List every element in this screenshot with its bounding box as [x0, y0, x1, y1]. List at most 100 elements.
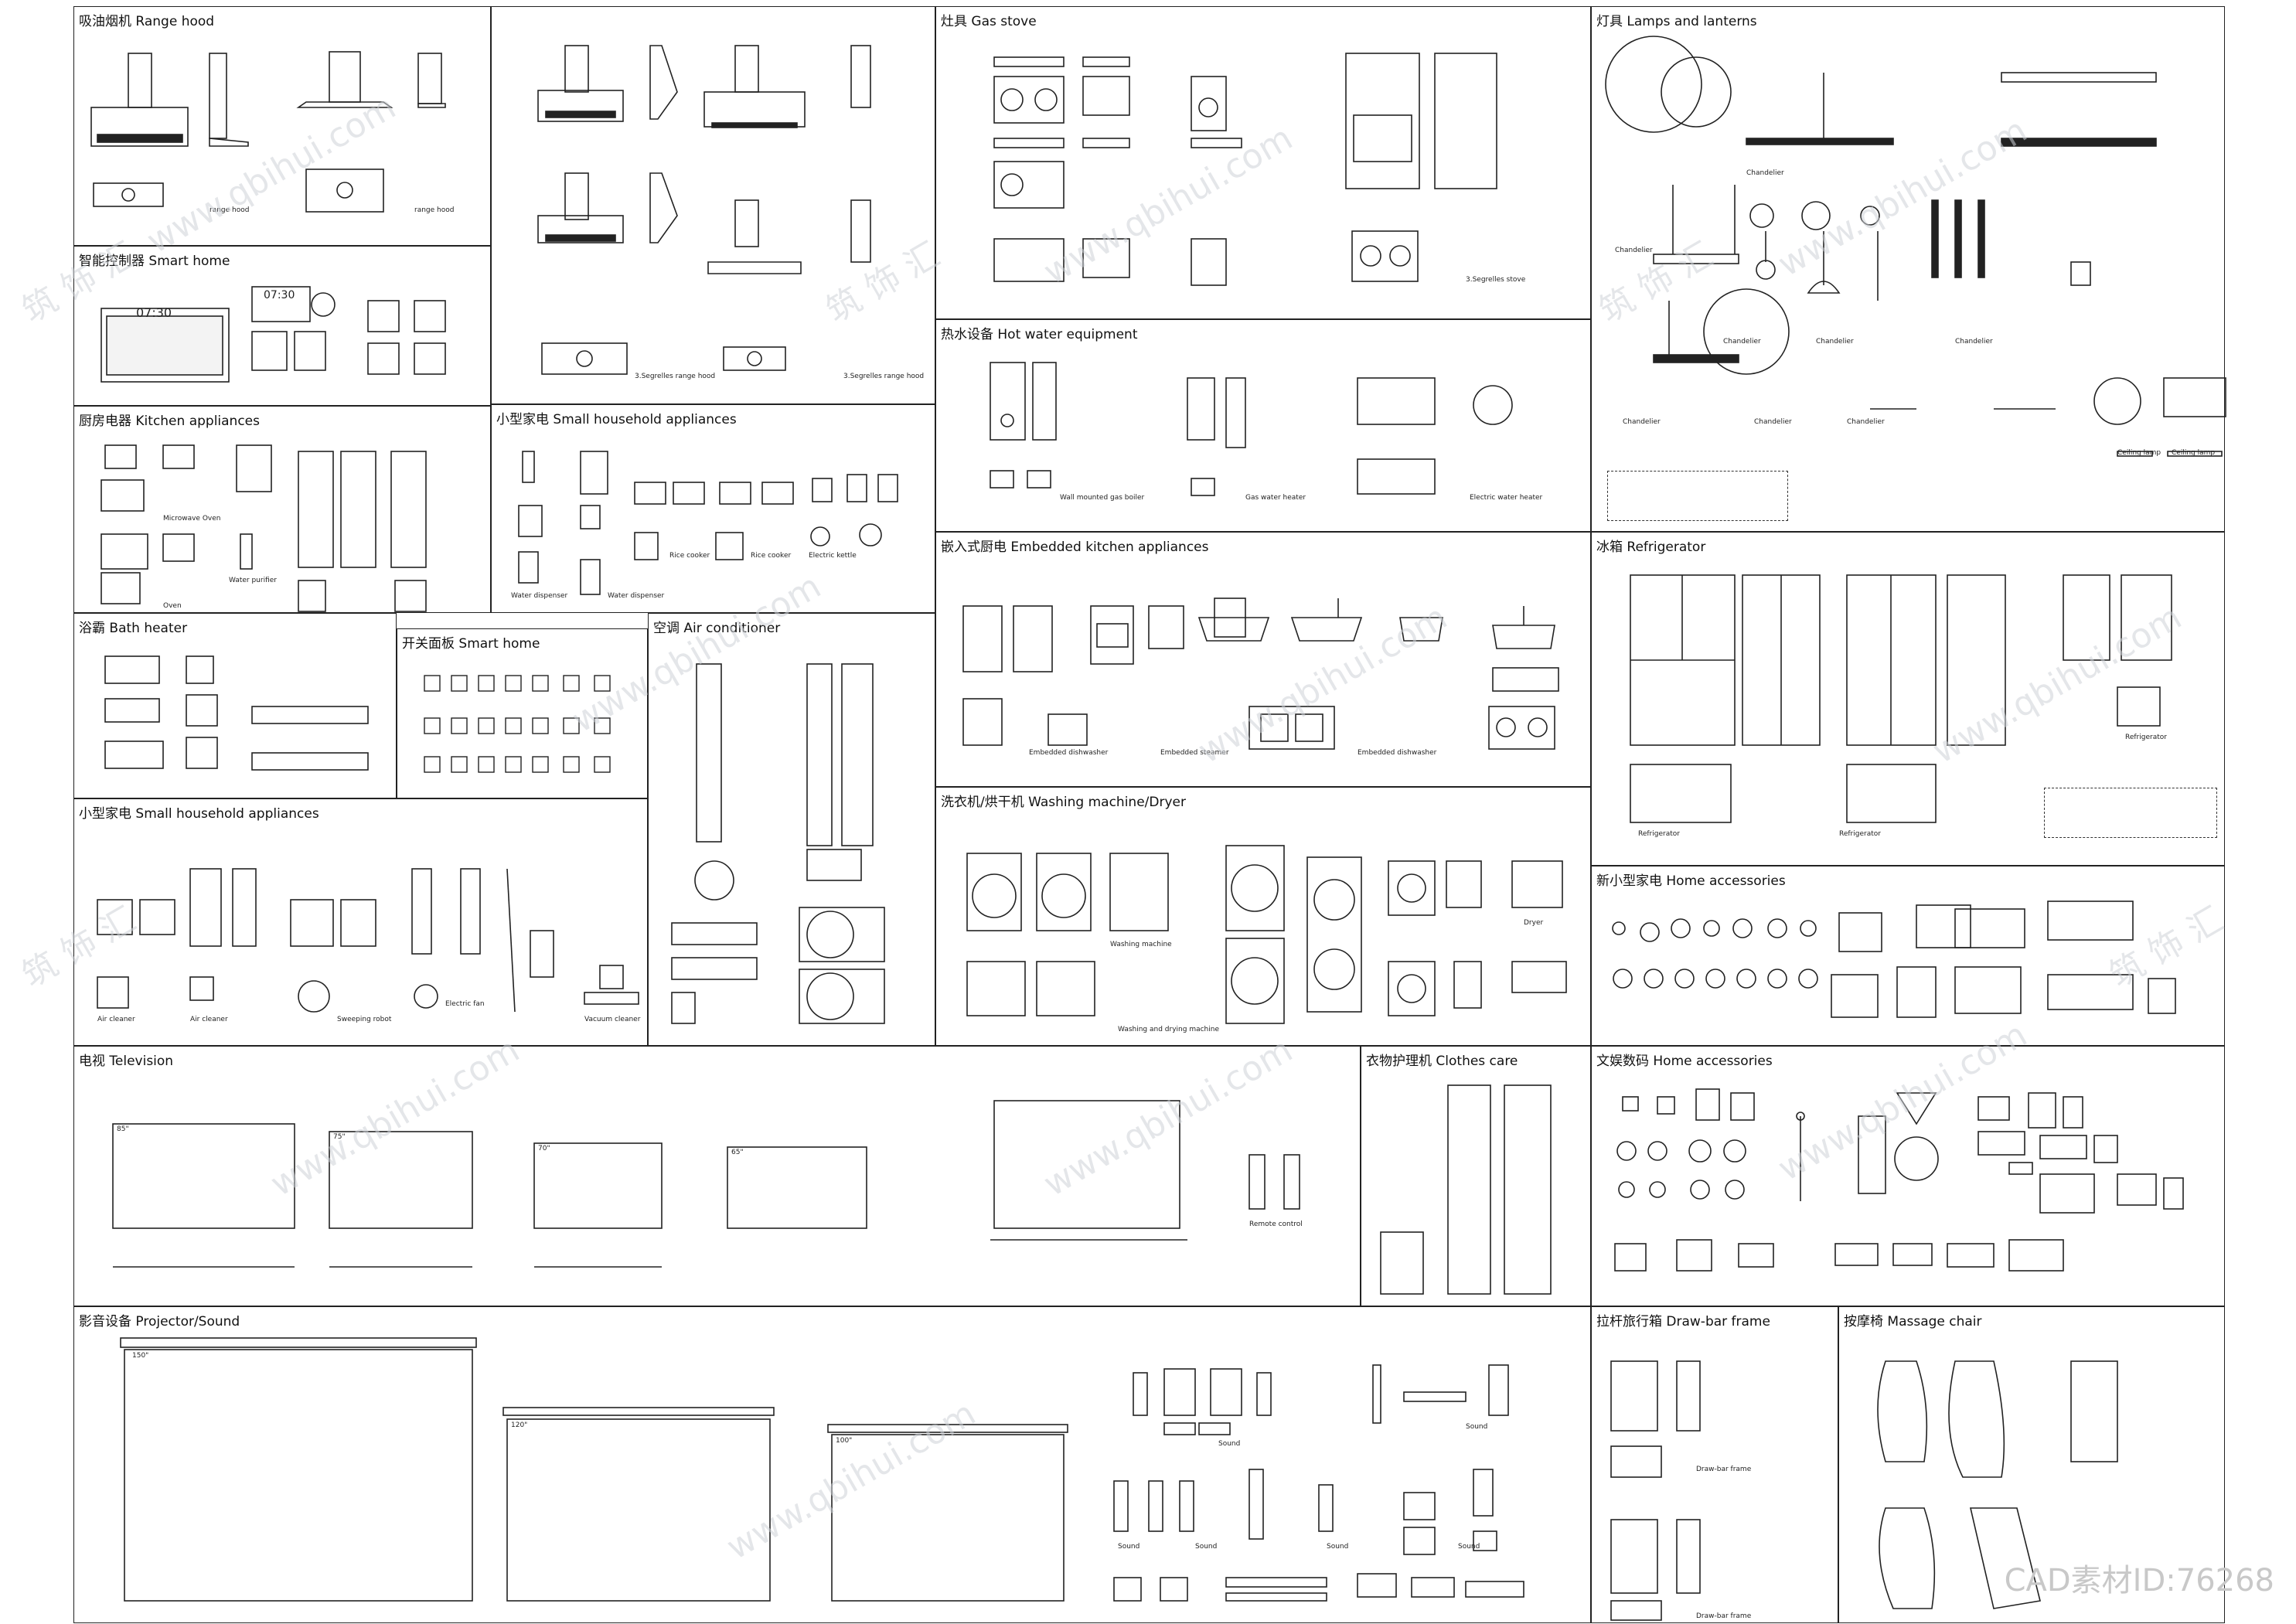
- small-household-2-drawings: [97, 868, 639, 1013]
- lamp-label-7: Chandelier: [1754, 418, 1792, 426]
- panel-title-refrigerator: 冰箱 Refrigerator: [1596, 540, 1706, 555]
- panel-embedded: 嵌入式厨电 Embedded kitchen appliances Embedd…: [935, 532, 1591, 787]
- washing-label-2: Washing and drying machine: [1118, 1026, 1219, 1033]
- panel-title-hot-water: 热水设备 Hot water equipment: [941, 327, 1138, 342]
- clothes-care-drawings: [1380, 1084, 1552, 1295]
- projector-sound-1: Sound: [1218, 1440, 1241, 1448]
- tv-label-remote: Remote control: [1249, 1221, 1303, 1228]
- panel-projector: 影音设备 Projector/Sound 150" 120" 100" Soun…: [73, 1306, 1591, 1623]
- lamp-label-3: Chandelier: [1723, 338, 1761, 346]
- small-household-drawings: [518, 451, 898, 595]
- air-conditioner-drawings: [671, 663, 885, 1024]
- projector-size-100: 100": [836, 1437, 853, 1445]
- lamps-notebox: [1607, 471, 1788, 521]
- panel-lamps: 灯具 Lamps and lanterns C: [1591, 6, 2226, 532]
- range-hood-label-3: 3.Segrelles range hood: [635, 373, 716, 380]
- panel-title-air-conditioner: 空调 Air conditioner: [653, 621, 781, 636]
- hot-water-label-2: Gas water heater: [1245, 494, 1306, 502]
- lamp-label-10: Ceiling lamp: [2172, 449, 2216, 457]
- panel-gas-stove: 灶具 Gas stove 3.Segrelles stove: [935, 6, 1591, 319]
- panel-switch: 开关面板 Smart home: [397, 628, 648, 798]
- range-hood-drawings: [90, 51, 446, 213]
- projector-sound-4: Sound: [1195, 1543, 1218, 1551]
- kitchen-label-3: Water purifier: [229, 577, 277, 584]
- panel-massage: 按摩椅 Massage chair: [1838, 1306, 2225, 1623]
- range-hood-label-1: range hood: [210, 206, 250, 214]
- lamp-label-1: Chandelier: [1746, 169, 1784, 177]
- small-2-label-4: Electric fan: [445, 1000, 485, 1008]
- refrigerator-label-3: Refrigerator: [2125, 734, 2167, 741]
- range-hood-drawings-2: [537, 45, 871, 375]
- refrigerator-notebox: [2044, 788, 2217, 838]
- kitchen-label-1: Microwave Oven: [163, 515, 221, 523]
- refrigerator-drawings: [1630, 574, 2172, 823]
- projector-drawings: [120, 1337, 1524, 1602]
- lamp-label-4: Chandelier: [1816, 338, 1854, 346]
- small-2-label-5: Vacuum cleaner: [584, 1016, 641, 1023]
- panel-small-household: 小型家电 Small household appliances Water di…: [491, 404, 935, 613]
- hot-water-drawings: [990, 362, 1513, 496]
- panel-title-clothes-care: 衣物护理机 Clothes care: [1366, 1054, 1518, 1069]
- panel-television: 电视 Television 85" 75" 70" 65" Remote con…: [73, 1046, 1361, 1306]
- lamp-label-9: Ceiling lamp: [2117, 449, 2161, 457]
- panel-title-office: 文娱数码 Home accessories: [1596, 1054, 1773, 1069]
- panel-title-massage: 按摩椅 Massage chair: [1844, 1314, 1982, 1330]
- panel-title-drawbar: 拉杆旅行箱 Draw-bar frame: [1596, 1314, 1770, 1330]
- panel-title-home-accessories-new: 新小型家电 Home accessories: [1596, 873, 1786, 889]
- panel-title-smart-control: 智能控制器 Smart home: [79, 254, 230, 269]
- projector-size-120: 120": [511, 1421, 528, 1429]
- gas-stove-label: 3.Segrelles stove: [1466, 276, 1526, 284]
- panel-refrigerator: 冰箱 Refrigerator Refrigerator Refrigerato…: [1591, 532, 2225, 866]
- small-household-label-1: Water dispenser: [511, 592, 568, 600]
- panel-title-kitchen: 厨房电器 Kitchen appliances: [79, 414, 260, 429]
- corner-id-mark: CAD素材ID:76268: [2004, 1563, 2274, 1598]
- panel-air-conditioner: 空调 Air conditioner: [648, 613, 935, 1046]
- lamp-label-2: Chandelier: [1615, 247, 1653, 254]
- lamp-drawings: [1605, 36, 2226, 457]
- panel-clothes-care: 衣物护理机 Clothes care: [1361, 1046, 1591, 1306]
- panel-office: 文娱数码 Home accessories: [1591, 1046, 2225, 1306]
- smart-control-drawings: [100, 286, 446, 383]
- gas-stove-drawings: [993, 53, 1497, 286]
- office-drawings: [1614, 1088, 2184, 1272]
- projector-sound-5: Sound: [1327, 1543, 1349, 1551]
- refrigerator-label-1: Refrigerator: [1638, 830, 1680, 838]
- switch-drawings: [424, 675, 611, 773]
- tv-size-85: 85": [117, 1125, 129, 1133]
- tv-size-65: 65": [731, 1149, 744, 1156]
- small-2-label-2: Air cleaner: [190, 1016, 228, 1023]
- drawbar-label-2: Draw-bar frame: [1696, 1612, 1752, 1620]
- panel-title-projector: 影音设备 Projector/Sound: [79, 1314, 240, 1330]
- panel-title-range-hood: 吸油烟机 Range hood: [79, 14, 215, 29]
- lamp-label-8: Chandelier: [1847, 418, 1885, 426]
- tv-size-70: 70": [538, 1145, 550, 1152]
- embedded-label-2: Embedded steamer: [1160, 749, 1229, 757]
- drawbar-drawings: [1610, 1360, 1701, 1621]
- lamp-label-5: Chandelier: [1955, 338, 1993, 346]
- projector-sound-3: Sound: [1118, 1543, 1140, 1551]
- home-accessories-drawings: [1612, 901, 2176, 1018]
- range-hood-label-2: range hood: [414, 206, 455, 214]
- embedded-drawings: [962, 598, 1559, 750]
- drawbar-label-1: Draw-bar frame: [1696, 1466, 1752, 1473]
- embedded-label-1: Embedded dishwasher: [1029, 749, 1109, 757]
- small-household-label-3: Rice cooker: [669, 552, 710, 560]
- hot-water-label-1: Wall mounted gas boiler: [1060, 494, 1145, 502]
- panel-title-gas-stove: 灶具 Gas stove: [941, 14, 1037, 29]
- panel-title-bath-heater: 浴霸 Bath heater: [79, 621, 188, 636]
- washing-drawings: [966, 845, 1567, 1024]
- panel-kitchen: 厨房电器 Kitchen appliances Microwave Oven O…: [73, 406, 491, 613]
- panel-title-small-household-2: 小型家电 Small household appliances: [79, 806, 319, 822]
- massage-drawings: [1877, 1360, 2118, 1609]
- range-hood-label-4: 3.Segrelles range hood: [843, 373, 925, 380]
- smart-clock-2: 07:30: [264, 289, 295, 301]
- small-2-label-1: Air cleaner: [97, 1016, 135, 1023]
- small-2-label-3: Sweeping robot: [337, 1016, 392, 1023]
- panel-title-television: 电视 Television: [79, 1054, 174, 1069]
- panel-smart-control: 智能控制器 Smart home 07:30 07:30: [73, 246, 491, 406]
- panel-title-small-household: 小型家电 Small household appliances: [496, 412, 737, 427]
- refrigerator-label-2: Refrigerator: [1839, 830, 1881, 838]
- panel-washing: 洗衣机/烘干机 Washing machine/Dryer Washing ma…: [935, 787, 1591, 1046]
- projector-size-150: 150": [132, 1352, 149, 1360]
